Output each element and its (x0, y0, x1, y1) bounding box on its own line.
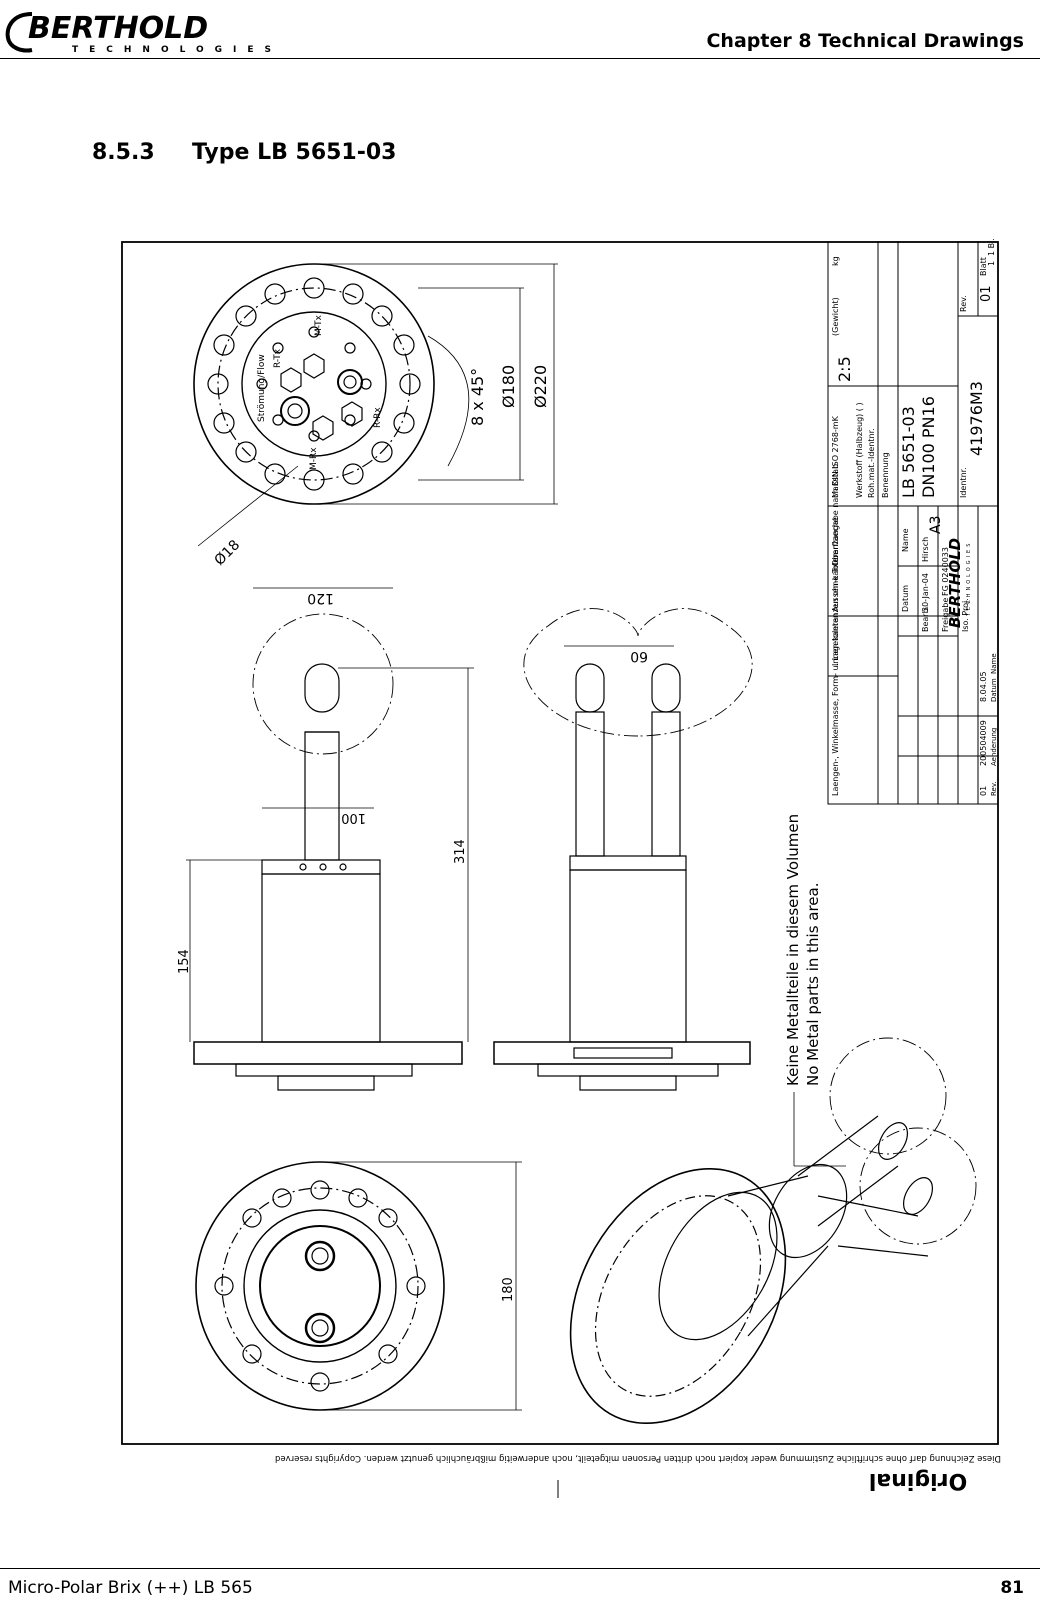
side-view-right: 60 (493, 608, 753, 1091)
section-title: Type LB 5651-03 (192, 140, 397, 165)
tb-name: Name (901, 528, 910, 552)
label-r-tx: R-Tx (273, 348, 283, 368)
isometric-view (569, 1037, 977, 1424)
page-number: 81 (1000, 1578, 1024, 1598)
logo-subtext: TECHNOLOGIES (72, 45, 282, 54)
label-r-rx: R-Rx (373, 407, 383, 428)
title-block: Laengen-, Winkelmasse, Form- u. Lagetole… (827, 238, 999, 805)
tb-blatt-label: Blatt (979, 257, 988, 276)
tb-bl: 1 Bl. (987, 238, 996, 256)
side-view-left: 120 100 314 154 (177, 587, 474, 1091)
tb-designation2: DN100 PN16 (919, 396, 938, 498)
tb-ident-label: Identnr. (959, 467, 968, 498)
dim-w180: 180 (501, 1277, 516, 1302)
tb-material: Werkstoff (Halbzeug) ( ) (855, 402, 864, 498)
tb-col-name: Name (990, 653, 998, 674)
tb-rev: 01 (979, 285, 994, 302)
dim-w60: 60 (630, 648, 648, 664)
tb-bearb-date: 30-Jan-04 (921, 573, 930, 612)
tb-col-rev: Rev. (990, 781, 998, 796)
tb-datum: Datum (901, 585, 910, 612)
tb-rev-label: Rev. (959, 295, 968, 312)
tb-bearb: Bearb. (921, 606, 930, 632)
logo-wordmark: BERTHOLD (28, 11, 208, 46)
page-header: BERTHOLD TECHNOLOGIES Chapter 8 Technica… (0, 0, 1040, 59)
label-flow: Strömung/Flow (257, 354, 267, 422)
dim-h314: 314 (453, 839, 468, 864)
tb-freigabe-val: FG 0240033 (941, 547, 950, 596)
dim-w120: 120 (307, 590, 334, 606)
original-stamp: Original (869, 1468, 967, 1493)
tb-freigabe: Freigabe (941, 598, 950, 632)
tb-designation: LB 5651-03 (899, 406, 918, 498)
dim-d18: Ø18 (212, 537, 244, 569)
technical-drawing: M-Tx R-Tx R-Rx M-Rx Strömung/Flow Ø220 Ø… (121, 238, 1001, 1498)
tb-iso: Iso. Proj. (961, 598, 970, 632)
page-footer: Micro-Polar Brix (++) LB 565 81 (0, 1568, 1040, 1599)
dim-holes: 8 x 45° (468, 368, 487, 426)
dim-w100: 100 (341, 810, 366, 825)
drawing-frame (121, 241, 999, 1445)
label-m-tx: M-Tx (314, 314, 324, 336)
dim-d220: Ø220 (531, 365, 550, 408)
tb-scale-label: Maßstab (831, 464, 840, 498)
tb-format: A3 (928, 516, 944, 534)
flange-bottom-view: 180 (195, 1161, 522, 1411)
tb-logo-sub: TECHNOLOGIES (966, 541, 972, 617)
note-german: Keine Metallteile in diesem Volumen (784, 814, 802, 1086)
tb-rev-num: 01 (979, 786, 988, 796)
manual-title: Micro-Polar Brix (++) LB 565 (8, 1578, 253, 1598)
section-heading: 8.5.3 Type LB 5651-03 (92, 140, 397, 165)
dim-d180: Ø180 (499, 365, 518, 408)
flange-top-view: M-Tx R-Tx R-Rx M-Rx Strömung/Flow Ø220 Ø… (193, 263, 558, 569)
dim-h154: 154 (177, 949, 192, 974)
tb-inner-edges: Innen-kanten (831, 613, 840, 666)
tb-raw-material: Roh.mat.-Identnr. (867, 428, 876, 498)
note-english: No Metal parts in this area. (804, 883, 822, 1087)
tb-blatt: 1 (987, 261, 996, 266)
tb-surface: Oberflaeche (831, 517, 840, 566)
metal-note: Keine Metallteile in diesem Volumen No M… (784, 814, 846, 1167)
tb-col-change: Aenderung (990, 728, 998, 766)
berthold-logo: BERTHOLD TECHNOLOGIES (5, 11, 282, 54)
tb-weight: (Gewicht) (831, 297, 840, 336)
tb-logo: BERTHOLD (946, 538, 964, 628)
tb-designation-label: Benennung (881, 452, 890, 498)
tb-scale: 2:5 (835, 356, 854, 382)
section-number: 8.5.3 (92, 140, 155, 165)
tb-tolerance: Laengen-, Winkelmasse, Form- u. Lagetole… (831, 415, 840, 796)
tb-weight-unit: kg (831, 256, 840, 266)
tb-ident: 41976M3 (967, 381, 986, 456)
tb-col-date: Datum (990, 678, 998, 702)
bolt-holes (207, 277, 421, 491)
tb-bearb-name: Hirsch (921, 537, 930, 562)
tb-outer-edges: Aussen-kanten (831, 553, 840, 612)
tb-rev-change: 200504009 (979, 720, 988, 766)
tb-rev-date: 8.04.05 (979, 671, 988, 702)
chapter-title: Chapter 8 Technical Drawings (706, 30, 1024, 52)
label-m-rx: M-Rx (309, 447, 319, 470)
copyright-note: Diese Zeichnung darf ohne schriftliche Z… (275, 1453, 1001, 1463)
